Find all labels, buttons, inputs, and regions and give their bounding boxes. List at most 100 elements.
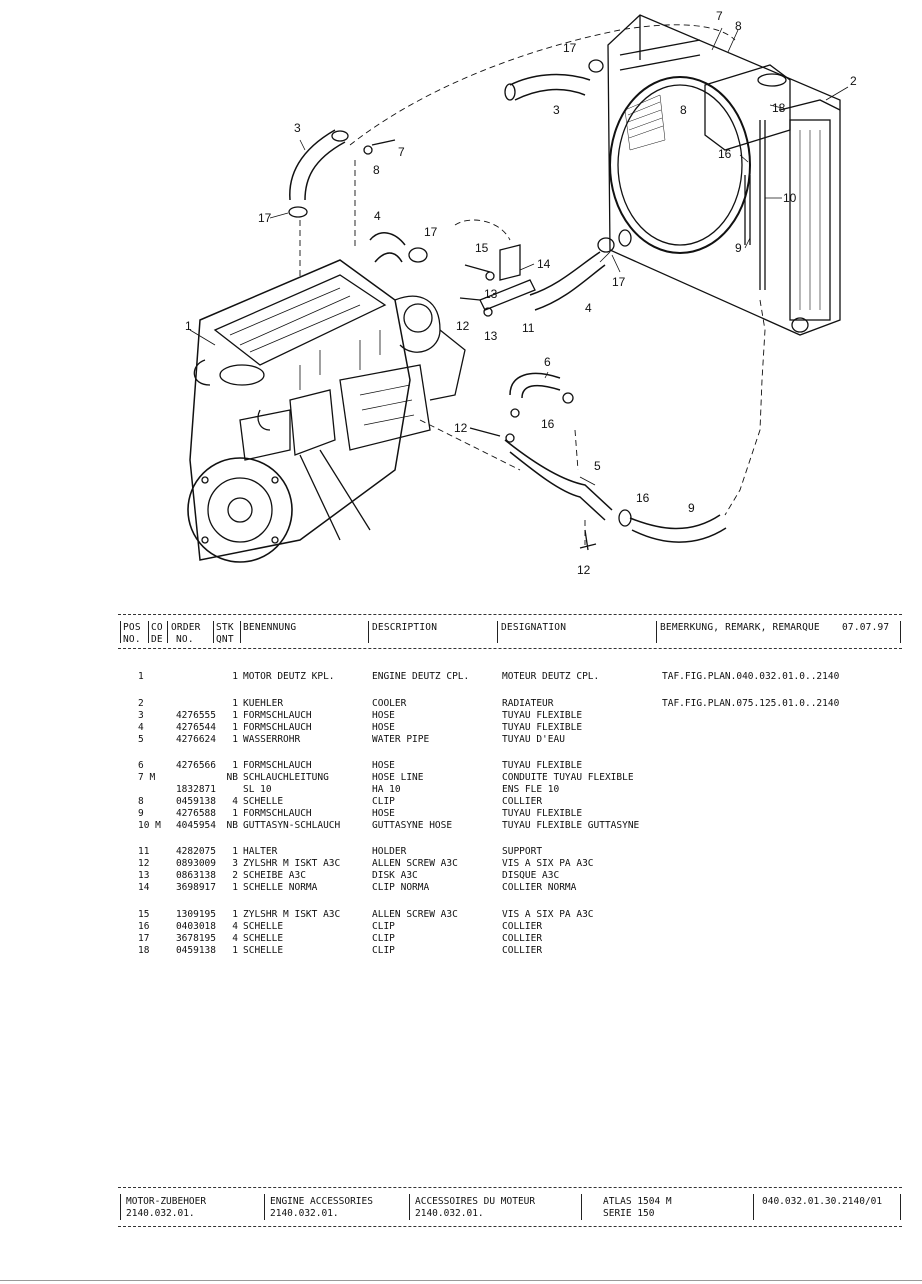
cell-description: CLIP [372, 921, 395, 932]
cell-qty: 1 [232, 882, 238, 893]
header-qnt: QNT [216, 634, 234, 645]
cell-description: WATER PIPE [372, 734, 430, 745]
footer-de-code: 2140.032.01. [126, 1208, 195, 1219]
cell-order: 4045954 [175, 820, 216, 831]
callout-18: 18 [772, 101, 786, 115]
cell-order: 4276555 [175, 710, 216, 721]
footer-bottom-rule [118, 1226, 902, 1227]
header-co: CO [151, 622, 163, 633]
callout-13: 13 [484, 329, 498, 343]
cell-pos: 10 M [138, 820, 161, 831]
cell-order: 0459138 [175, 796, 216, 807]
cell-benennung: SCHEIBE A3C [243, 870, 306, 881]
cell-order: 0893009 [175, 858, 216, 869]
cell-designation: MOTEUR DEUTZ CPL. [502, 671, 600, 682]
cell-description: CLIP [372, 945, 395, 956]
cell-benennung: HALTER [243, 846, 278, 857]
cell-designation: TUYAU FLEXIBLE [502, 760, 583, 771]
col-divider [497, 621, 498, 643]
cell-pos: 11 [138, 846, 150, 857]
cell-order: 4276544 [175, 722, 216, 733]
callout-8: 8 [373, 163, 380, 177]
callout-9: 9 [735, 241, 742, 255]
callout-2: 2 [850, 74, 857, 88]
cell-order: 1309195 [175, 909, 216, 920]
cell-description: CLIP [372, 796, 395, 807]
callout-4: 4 [585, 301, 592, 315]
col-divider [368, 621, 369, 643]
header-date: 07.07.97 [842, 622, 890, 633]
footer-divider [264, 1194, 265, 1220]
cell-benennung: SCHELLE [243, 945, 284, 956]
cell-qty: 4 [232, 796, 238, 807]
footer-en-title: ENGINE ACCESSORIES [270, 1196, 373, 1207]
footer-divider [753, 1194, 754, 1220]
cell-qty: 3 [232, 858, 238, 869]
header-remark: BEMERKUNG, REMARK, REMARQUE [660, 622, 820, 633]
table-top-rule [118, 614, 902, 615]
cell-benennung: FORMSCHLAUCH [243, 710, 312, 721]
cell-pos: 14 [138, 882, 150, 893]
header-pos: POS [123, 622, 141, 633]
cell-benennung: SL 10 [243, 784, 272, 795]
cell-benennung: FORMSCHLAUCH [243, 722, 312, 733]
callout-11: 11 [522, 321, 535, 335]
header-de: DE [151, 634, 163, 645]
cell-designation: TUYAU FLEXIBLE [502, 808, 583, 819]
callout-12: 12 [456, 319, 470, 333]
cell-description: ENGINE DEUTZ CPL. [372, 671, 470, 682]
callout-8: 8 [680, 103, 687, 117]
cell-qty: 1 [232, 945, 238, 956]
footer-divider [581, 1194, 582, 1220]
callout-3: 3 [553, 103, 560, 117]
callout-5: 5 [594, 459, 601, 473]
callout-4: 4 [374, 209, 381, 223]
cell-benennung: FORMSCHLAUCH [243, 808, 312, 819]
callout-17: 17 [612, 275, 626, 289]
cell-benennung: SCHELLE [243, 796, 284, 807]
callout-7: 7 [398, 145, 405, 159]
cell-description: HOSE LINE [372, 772, 424, 783]
cell-qty: NB [226, 772, 238, 783]
header-designation: DESIGNATION [501, 622, 567, 633]
cell-qty: 2 [232, 870, 238, 881]
callout-17: 17 [563, 41, 577, 55]
cell-pos: 13 [138, 870, 150, 881]
cell-qty: 1 [232, 734, 238, 745]
cell-pos: 3 [138, 710, 144, 721]
cell-remark: TAF.FIG.PLAN.040.032.01.0..2140 [662, 671, 840, 682]
cell-order: 3678195 [175, 933, 216, 944]
cell-order: 4276624 [175, 734, 216, 745]
footer-divider [409, 1194, 410, 1220]
cell-order: 4276566 [175, 760, 216, 771]
cell-designation: SUPPORT [502, 846, 543, 857]
callout-1: 1 [185, 319, 192, 333]
callout-8: 8 [735, 19, 742, 33]
footer-model: ATLAS 1504 M [603, 1196, 672, 1207]
callout-17: 17 [424, 225, 438, 239]
cell-description: ALLEN SCREW A3C [372, 858, 458, 869]
cell-benennung: GUTTASYN-SCHLAUCH [243, 820, 341, 831]
cell-order: 0403018 [175, 921, 216, 932]
header-no: NO. [123, 634, 141, 645]
callout-12: 12 [454, 421, 468, 435]
cell-description: HOSE [372, 722, 395, 733]
callout-16: 16 [718, 147, 732, 161]
callout-15: 15 [475, 241, 489, 255]
callout-6: 6 [544, 355, 551, 369]
cell-benennung: FORMSCHLAUCH [243, 760, 312, 771]
cell-pos: 7 M [138, 772, 156, 783]
cell-designation: ENS FLE 10 [502, 784, 560, 795]
callout-13: 13 [484, 287, 498, 301]
